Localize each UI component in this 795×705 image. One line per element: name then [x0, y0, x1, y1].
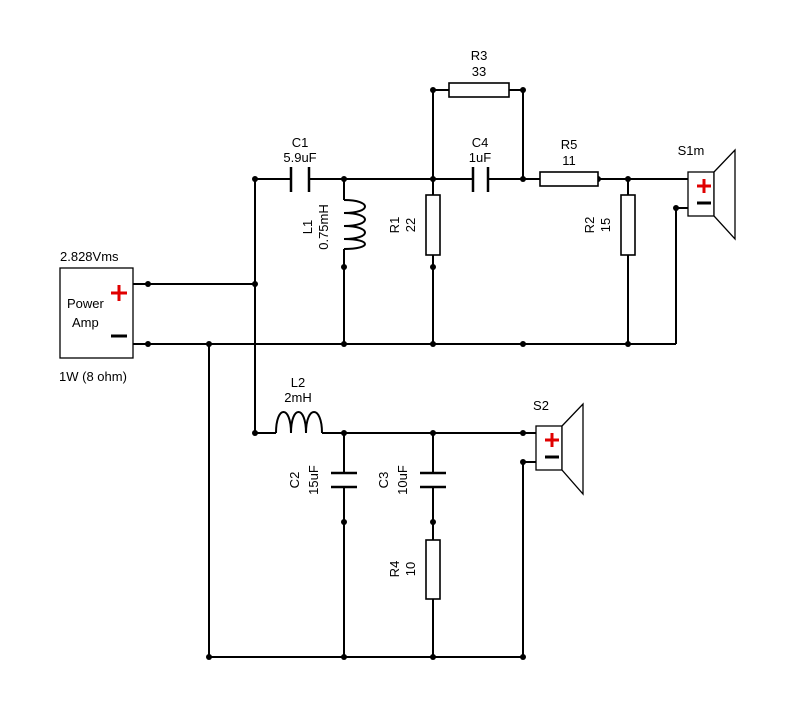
l2-value: 2mH [284, 390, 311, 405]
speaker-s2-label: S2 [533, 398, 549, 413]
r1-value: 22 [403, 218, 418, 232]
junction-dots [145, 87, 679, 660]
inductor-l2: L2 2mH [275, 375, 323, 434]
power-amp: 2.828Vms Power Amp 1W (8 ohm) [59, 249, 134, 384]
speaker-s1: S1m [678, 143, 736, 241]
resistor-r1: R1 22 [387, 194, 441, 256]
l2-ref: L2 [291, 375, 305, 390]
inductor-l1: L1 0.75mH [300, 199, 366, 250]
r4-value: 10 [403, 562, 418, 576]
capacitor-c2: C2 15uF [287, 465, 357, 495]
c3-value: 10uF [395, 465, 410, 495]
r5-value: 11 [562, 153, 576, 168]
resistor-r2: R2 15 [582, 194, 636, 256]
c4-value: 1uF [469, 150, 491, 165]
capacitor-c1: C1 5.9uF [283, 135, 317, 192]
c3-ref: C3 [376, 472, 391, 489]
amp-power-label: 1W (8 ohm) [59, 369, 127, 384]
resistor-r3: R3 33 [448, 48, 510, 98]
r3-value: 33 [472, 64, 486, 79]
capacitor-c3: C3 10uF [376, 465, 446, 495]
speaker-s2: S2 [533, 398, 584, 496]
amp-name-line1: Power [67, 296, 105, 311]
c2-value: 15uF [306, 465, 321, 495]
speaker-s2-magnet [535, 425, 563, 471]
c1-value: 5.9uF [283, 150, 316, 165]
c1-ref: C1 [292, 135, 309, 150]
c4-ref: C4 [472, 135, 489, 150]
r5-ref: R5 [561, 137, 578, 152]
r2-ref: R2 [582, 217, 597, 234]
speaker-s1-cone [713, 148, 736, 241]
c2-ref: C2 [287, 472, 302, 489]
speaker-s2-cone [561, 402, 584, 496]
r2-value: 15 [598, 218, 613, 232]
amp-voltage-label: 2.828Vms [60, 249, 119, 264]
speaker-s1-label: S1m [678, 143, 705, 158]
r4-ref: R4 [387, 561, 402, 578]
r3-ref: R3 [471, 48, 488, 63]
speaker-s1-magnet [687, 171, 715, 217]
amp-box [59, 267, 134, 359]
capacitor-c4: C4 1uF [469, 135, 491, 192]
l1-value: 0.75mH [316, 204, 331, 250]
amp-name-line2: Amp [72, 315, 99, 330]
resistor-r5: R5 11 [539, 137, 599, 187]
r1-ref: R1 [387, 217, 402, 234]
l1-ref: L1 [300, 220, 315, 234]
resistor-r4: R4 10 [387, 539, 441, 600]
